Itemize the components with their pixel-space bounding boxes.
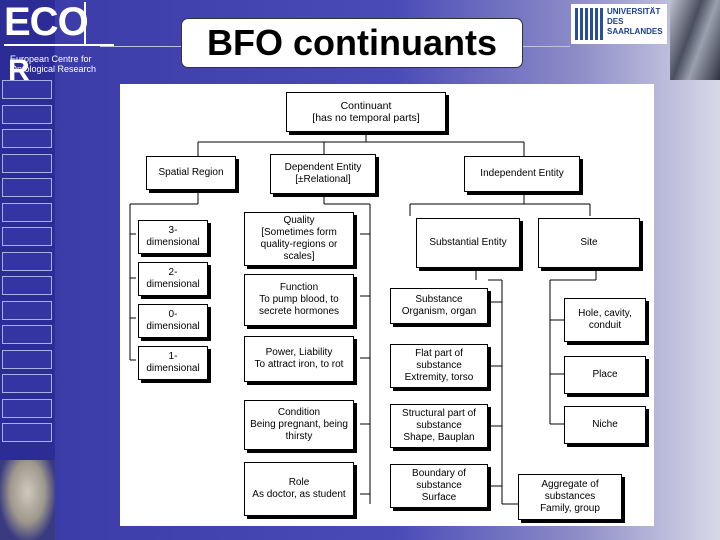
logo-letters: ECO (4, 2, 104, 42)
nav-box[interactable] (2, 227, 52, 246)
nav-box[interactable] (2, 374, 52, 393)
node-power: Power, Liability To attract iron, to rot (244, 336, 354, 382)
bfo-continuant-diagram: Continuant [has no temporal parts] Spati… (120, 84, 654, 526)
node-3-dimensional: 3- dimensional (138, 220, 208, 254)
node-site: Site (538, 218, 640, 268)
node-independent-entity: Independent Entity (464, 156, 580, 192)
nav-box[interactable] (2, 301, 52, 320)
nav-box[interactable] (2, 105, 52, 124)
aristotle-bust-image (0, 460, 55, 540)
logo-vrule (84, 2, 86, 44)
nav-box[interactable] (2, 252, 52, 271)
nav-box[interactable] (2, 178, 52, 197)
node-dependent-entity: Dependent Entity [±Relational] (270, 154, 376, 194)
node-aggregate: Aggregate of substances Family, group (518, 474, 622, 520)
university-seal-icon (575, 8, 603, 40)
nav-box[interactable] (2, 325, 52, 344)
university-line-1: UNIVERSITÄT (607, 7, 663, 17)
node-continuant: Continuant [has no temporal parts] (286, 92, 446, 132)
university-line-3: SAARLANDES (607, 27, 663, 37)
node-condition: Condition Being pregnant, being thirsty (244, 400, 354, 450)
node-quality: Quality [Sometimes form quality-regions … (244, 212, 354, 266)
node-flat-part: Flat part of substance Extremity, torso (390, 344, 488, 388)
node-structural-part: Structural part of substance Shape, Baup… (390, 404, 488, 448)
building-photo (670, 0, 720, 80)
nav-box[interactable] (2, 276, 52, 295)
slide-nav-stack (2, 80, 52, 448)
node-substantial-entity: Substantial Entity (416, 218, 520, 268)
nav-box[interactable] (2, 350, 52, 369)
nav-box[interactable] (2, 423, 52, 442)
node-function: Function To pump blood, to secrete hormo… (244, 274, 354, 326)
logo-subtitle: European Centre for Ontological Research (10, 54, 120, 74)
node-place: Place (564, 356, 646, 394)
nav-box[interactable] (2, 203, 52, 222)
node-boundary: Boundary of substance Surface (390, 464, 488, 508)
nav-box[interactable] (2, 399, 52, 418)
node-spatial-region: Spatial Region (146, 156, 236, 190)
node-2-dimensional: 2- dimensional (138, 262, 208, 296)
nav-box[interactable] (2, 80, 52, 99)
node-0-dimensional: 0- dimensional (138, 304, 208, 338)
nav-box[interactable] (2, 129, 52, 148)
node-1-dimensional: 1- dimensional (138, 346, 208, 380)
logo-rule (4, 44, 114, 46)
node-hole: Hole, cavity, conduit (564, 298, 646, 342)
university-name: UNIVERSITÄT DES SAARLANDES (607, 7, 663, 37)
nav-box[interactable] (2, 154, 52, 173)
university-line-2: DES (607, 17, 663, 27)
page-title: BFO continuants (207, 22, 497, 64)
title-box: BFO continuants (181, 18, 523, 68)
ecor-logo: ECO R European Centre for Ontological Re… (4, 2, 104, 82)
node-substance: Substance Organism, organ (390, 288, 488, 324)
node-niche: Niche (564, 406, 646, 444)
node-role: Role As doctor, as student (244, 462, 354, 516)
university-logo: UNIVERSITÄT DES SAARLANDES (571, 4, 667, 44)
